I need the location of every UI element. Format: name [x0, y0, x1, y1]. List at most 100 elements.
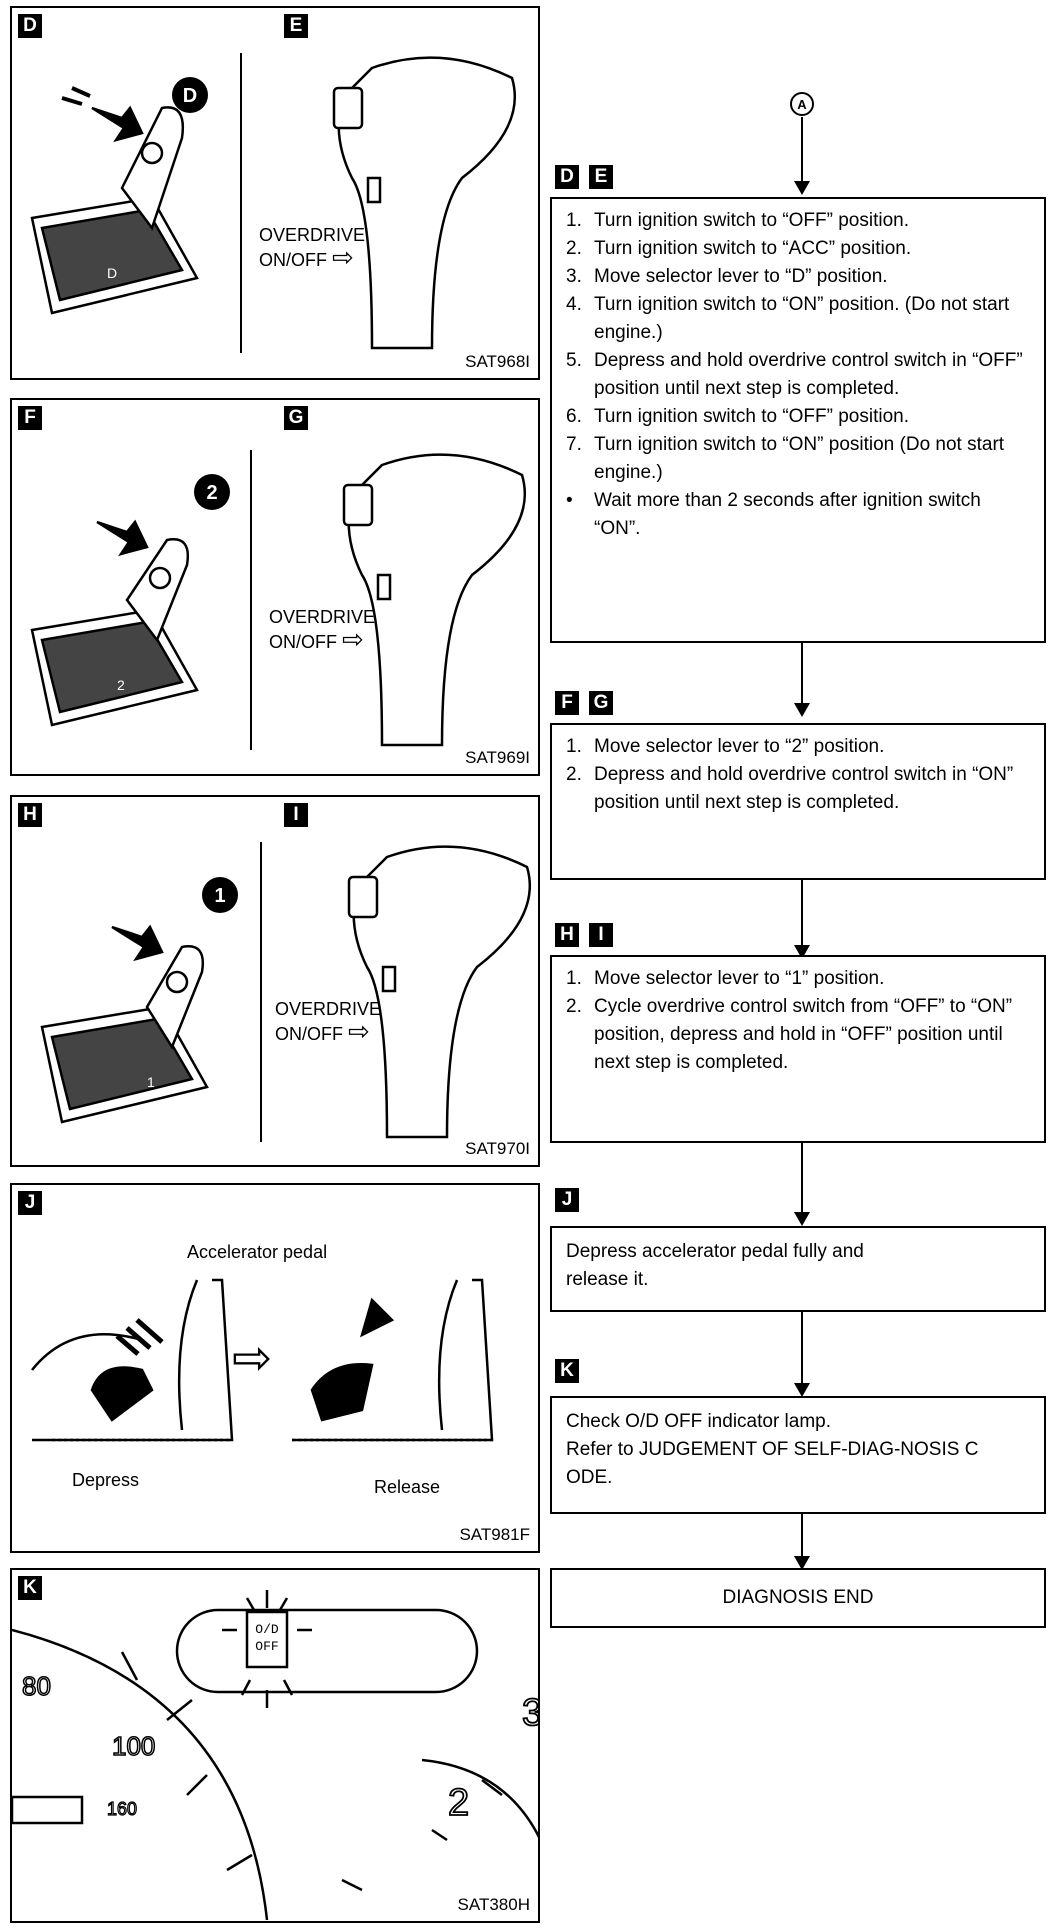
list-item: 3.Move selector lever to “D” position. [566, 266, 888, 287]
od-off-lamp [245, 1610, 289, 1669]
step4-box: Depress accelerator pedal fully and rele… [550, 1226, 1046, 1312]
onoff-label-g: ON/OFF ⇨ [269, 626, 364, 654]
shift-lever-d-illustration: D D [30, 77, 208, 315]
shift-knob-i-illustration [347, 845, 532, 1139]
gear-badge-2 [194, 474, 230, 510]
list-item: 2.Depress and hold overdrive control swi… [566, 764, 1014, 813]
accelerator-pedal-title: Accelerator pedal [187, 1242, 328, 1262]
onoff-label-e: ON/OFF ⇨ [259, 244, 354, 272]
tag-h: H [555, 923, 579, 947]
tag-d: D [555, 165, 579, 189]
gear-badge-1 [202, 877, 238, 913]
step5-line1: Check O/D OFF indicator lamp. [566, 1411, 832, 1432]
tag-j: J [555, 1188, 579, 1212]
diagnosis-end-box: DIAGNOSIS END [550, 1568, 1046, 1628]
flow-arrow [794, 1312, 810, 1397]
onoff-label-i: ON/OFF ⇨ [275, 1018, 370, 1046]
step1-tags: D E [555, 165, 613, 189]
release-label: Release [374, 1477, 441, 1497]
list-item: 1.Move selector lever to “1” position. [566, 968, 885, 989]
tag-f: F [18, 406, 42, 430]
panel-d-e: D E D D OVERDRIVE ON/OFF ⇨ SAT968I [10, 6, 540, 380]
list-item: 1.Move selector lever to “2” position. [566, 736, 885, 757]
step5-line2: Refer to JUDGEMENT OF SELF-DIAG-NOSIS CO… [566, 1439, 979, 1488]
speed-160: 160 [107, 1799, 137, 1819]
overdrive-label-e: OVERDRIVE [259, 225, 366, 245]
step1-list: 1.Turn ignition switch to “OFF” position… [566, 207, 1030, 543]
onoff-text-g: ON/OFF [269, 632, 337, 652]
gate-letter-d: D [107, 265, 117, 281]
flow-arrow [794, 1143, 810, 1226]
list-item: 2.Turn ignition switch to “ACC” position… [566, 238, 912, 259]
list-item: 7.Turn ignition switch to “ON” position … [566, 434, 1005, 483]
flow-arrow [794, 880, 810, 959]
list-item: 6.Turn ignition switch to “OFF” position… [566, 406, 910, 427]
depress-label: Depress [72, 1470, 140, 1490]
shift-lever-1-illustration: 1 1 [40, 877, 238, 1124]
arrow-right-icon: ⇨ [332, 242, 354, 272]
step2-list: 1.Move selector lever to “2” position. 2… [566, 733, 1030, 817]
panel-f-g: F G 2 2 OVERDRIVE ON/OFF ⇨ SAT969I [10, 398, 540, 776]
step1-box: 1.Turn ignition switch to “OFF” position… [550, 197, 1046, 643]
step4-tags: J [555, 1188, 579, 1212]
lamp-line2: OFF [255, 1639, 278, 1654]
tach-2: 2 [448, 1782, 469, 1824]
lamp-line1: O/D [255, 1622, 279, 1637]
overdrive-label-i: OVERDRIVE [275, 999, 382, 1019]
connector-a: A [790, 92, 814, 116]
tag-k: K [555, 1359, 579, 1383]
panel-divider [260, 842, 262, 1142]
gate-letter-2: 2 [117, 677, 125, 693]
shift-lever-2-illustration: 2 2 [30, 474, 230, 727]
flow-arrow [794, 1514, 810, 1570]
panel-h-i: H I 1 1 OVERDRIVE ON/OFF ⇨ SAT970I [10, 795, 540, 1167]
step5-box: Check O/D OFF indicator lamp. Refer to J… [550, 1396, 1046, 1514]
list-item: 1.Turn ignition switch to “OFF” position… [566, 210, 910, 231]
figure-code-de: SAT968I [465, 352, 530, 371]
list-item: 4.Turn ignition switch to “ON” position.… [566, 294, 1010, 343]
tag-j: J [18, 1191, 42, 1215]
panel-k: K O/D OFF 80 100 160 2 3 SAT380H [10, 1568, 540, 1923]
gear-badge-d-text: D [183, 85, 197, 107]
onoff-text-e: ON/OFF [259, 250, 327, 270]
gear-badge-2-text: 2 [206, 482, 217, 504]
pedal-depress-illustration [31, 1278, 234, 1442]
gear-badge-1-text: 1 [214, 885, 225, 907]
arrow-right-icon: ⇨ [232, 1332, 273, 1385]
tag-g: G [589, 691, 613, 715]
panel-j: J Accelerator pedal ⇨ Depress Release SA… [10, 1183, 540, 1553]
step4-text: Depress accelerator pedal fully and rele… [566, 1241, 864, 1290]
shift-knob-e-illustration [332, 56, 517, 350]
arrow-right-icon: ⇨ [342, 624, 364, 654]
step3-list: 1.Move selector lever to “1” position. 2… [566, 965, 1030, 1077]
gate-letter-1: 1 [147, 1074, 155, 1090]
pedal-release-illustration [292, 1278, 494, 1442]
list-item: 2.Cycle overdrive control switch from “O… [566, 996, 1013, 1073]
instrument-cluster-illustration: O/D OFF 80 100 160 2 3 [12, 1590, 540, 1921]
step3-box: 1.Move selector lever to “1” position. 2… [550, 955, 1046, 1143]
list-item: 5.Depress and hold overdrive control swi… [566, 350, 1023, 399]
figure-code-hi: SAT970I [465, 1139, 530, 1158]
figure-code-j: SAT981F [459, 1525, 530, 1544]
tag-f: F [555, 691, 579, 715]
onoff-text-i: ON/OFF [275, 1024, 343, 1044]
flow-arrow [794, 117, 810, 195]
tag-k: K [18, 1576, 42, 1600]
step2-box: 1.Move selector lever to “2” position. 2… [550, 723, 1046, 880]
tag-h: H [18, 803, 42, 827]
tag-d: D [18, 14, 42, 38]
tag-i: I [589, 923, 613, 947]
figure-code-k: SAT380H [457, 1895, 530, 1914]
arrow-right-icon: ⇨ [348, 1016, 370, 1046]
speed-100: 100 [112, 1731, 155, 1761]
tag-g: G [284, 406, 308, 430]
tach-3: 3 [522, 1692, 540, 1734]
list-item: •Wait more than 2 seconds after ignition… [566, 490, 981, 539]
shift-knob-g-illustration [342, 453, 527, 747]
step5-tags: K [555, 1359, 579, 1383]
panel-divider [250, 450, 252, 750]
flow-arrow [794, 643, 810, 717]
step3-tags: H I [555, 923, 613, 947]
overdrive-label-g: OVERDRIVE [269, 607, 376, 627]
diagnosis-end-text: DIAGNOSIS END [722, 1587, 874, 1608]
